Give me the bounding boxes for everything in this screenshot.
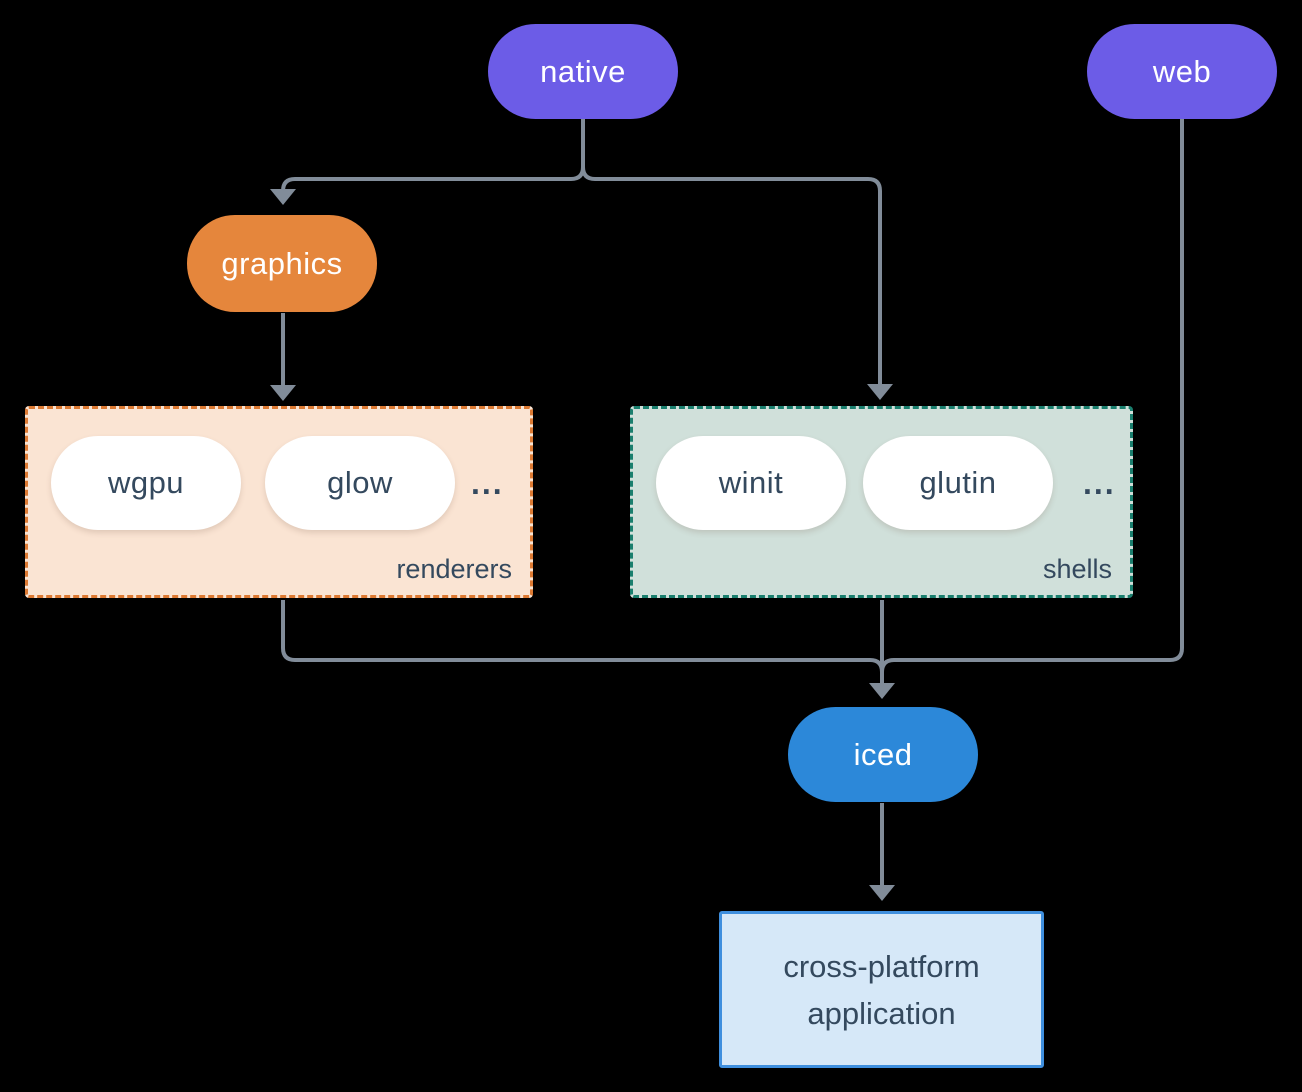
node-wgpu-label: wgpu	[107, 465, 185, 500]
arrowhead-shells	[867, 384, 893, 400]
node-graphics-label: graphics	[221, 245, 343, 281]
arrowhead-graphics	[270, 189, 296, 205]
edge-renderers-junction	[281, 600, 884, 674]
node-winit: winit	[656, 436, 846, 530]
node-iced-label: iced	[853, 736, 913, 772]
arrowhead-app	[869, 885, 895, 901]
renderers-ellipsis: ...	[471, 464, 504, 501]
shells-ellipsis: ...	[1083, 464, 1116, 501]
renderers-group-label: renderers	[396, 554, 512, 584]
node-wgpu: wgpu	[51, 436, 241, 530]
node-cross-platform-application: cross-platform application	[719, 911, 1044, 1068]
node-glow-label: glow	[327, 465, 393, 500]
node-glutin-label: glutin	[919, 465, 997, 500]
group-shells: winit glutin ... shells	[630, 406, 1133, 598]
node-native-label: native	[540, 53, 626, 89]
node-glutin: glutin	[863, 436, 1053, 530]
shells-group-label: shells	[1042, 554, 1112, 584]
edge-native-graphics	[281, 119, 585, 192]
edge-native-shells	[581, 119, 882, 385]
group-renderers: wgpu glow ... renderers	[25, 406, 533, 598]
node-glow: glow	[265, 436, 455, 530]
node-graphics: graphics	[187, 215, 377, 312]
node-winit-label: winit	[718, 465, 784, 500]
node-iced: iced	[788, 707, 978, 802]
app-label-line2: application	[807, 995, 956, 1031]
arrowhead-renderers	[270, 385, 296, 401]
arrowhead-iced	[869, 683, 895, 699]
app-label-line1: cross-platform	[783, 948, 980, 984]
node-web: web	[1087, 24, 1277, 119]
node-web-label: web	[1152, 53, 1212, 89]
node-native: native	[488, 24, 678, 119]
